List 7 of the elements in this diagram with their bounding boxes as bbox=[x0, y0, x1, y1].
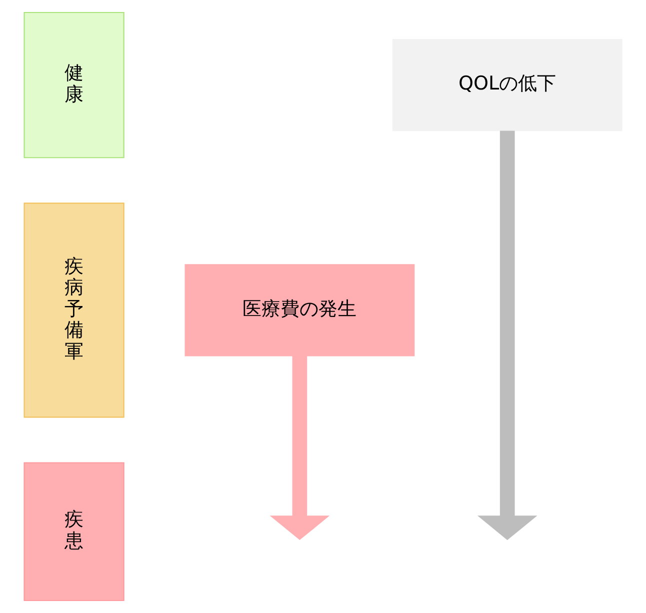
node-box: 健康 bbox=[24, 12, 124, 158]
arrow bbox=[270, 356, 330, 540]
node-box: 疾病予備軍 bbox=[24, 202, 124, 418]
arrow bbox=[477, 130, 538, 540]
node-box: 疾患 bbox=[24, 462, 124, 602]
node-box: 医療費の発生 bbox=[184, 264, 415, 356]
node-box: QOLの低下 bbox=[392, 39, 622, 132]
